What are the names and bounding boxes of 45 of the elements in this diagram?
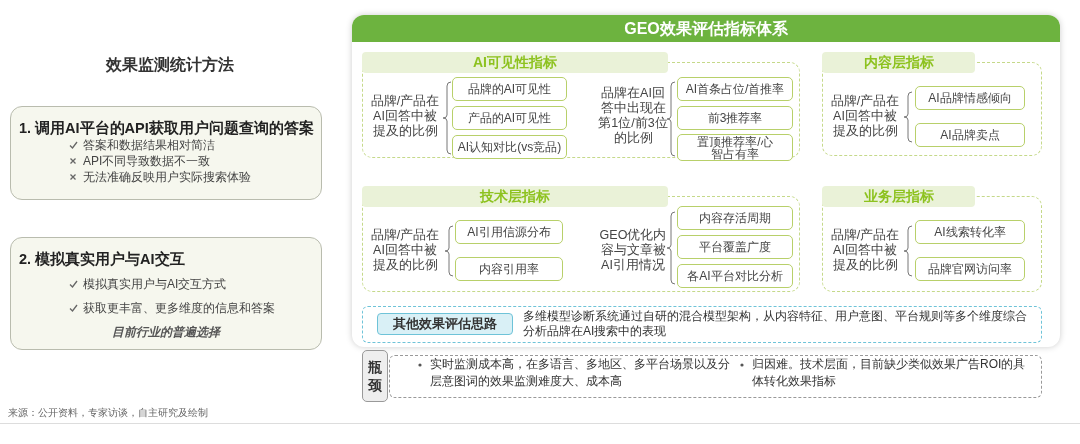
method-card (10, 106, 322, 200)
note-text: 目前行业的普遍选择 (110, 324, 222, 341)
description-text: 多维模型诊断系统通过自研的混合模型架构，从内容特征、用户意图、平台规则等多个维度综合分析品牌在AI搜索中的表现 (523, 309, 1028, 339)
metric-box: 内容引用率 (455, 257, 563, 281)
list-item: 无法准确反映用户实际搜索体验 (83, 169, 251, 186)
description-text: 品牌/产品在AI回答中被提及的比例 (370, 227, 440, 273)
metric-box: 置顶推荐率/心智占有率 (677, 134, 793, 161)
list-item: API不同导致数据不一致 (83, 153, 211, 170)
metric-box: AI引用信源分布 (455, 220, 563, 244)
group-heading: AI可见性指标 (362, 52, 668, 73)
title-bar: GEO效果评估指标体系 (352, 15, 1060, 42)
metric-box: AI品牌情感倾向 (915, 86, 1025, 110)
metric-box: 各AI平台对比分析 (677, 264, 793, 288)
dashed-box (362, 306, 1042, 343)
description-text: 品牌/产品在AI回答中被提及的比例 (830, 227, 900, 273)
group-heading: 业务层指标 (822, 186, 975, 207)
bullet-text: 实时监测成本高，在多语言、多地区、多平台场景以及分层意图词的效果监测难度大、成本高 (430, 356, 730, 390)
bottleneck-tag: 瓶颈 (362, 350, 388, 402)
metric-box: 前3推荐率 (677, 106, 793, 130)
metric-box: 平台覆盖广度 (677, 235, 793, 259)
list-item: 答案和数据结果相对简洁 (83, 137, 215, 154)
description-text: GEO优化内容与文章被AI引用情况 (598, 227, 668, 273)
group-heading: 技术层指标 (362, 186, 668, 207)
card-heading: 1. 调用AI平台的API获取用户问题查询的答案 (19, 119, 314, 138)
metric-box: 产品的AI可见性 (452, 106, 567, 130)
metric-box: 品牌官网访问率 (915, 257, 1025, 281)
method-card (10, 237, 322, 350)
metric-box: 内容存活周期 (677, 206, 793, 230)
list-item: 获取更丰富、更多维度的信息和答案 (83, 300, 275, 317)
description-text: 品牌/产品在AI回答中被提及的比例 (370, 93, 440, 139)
metric-box: AI品牌卖点 (915, 123, 1025, 147)
metric-box: 品牌的AI可见性 (452, 77, 567, 101)
list-item: 模拟真实用户与AI交互方式 (83, 276, 227, 293)
card-heading: 2. 模拟真实用户与AI交互 (19, 250, 185, 269)
description-text: 品牌/产品在AI回答中被提及的比例 (830, 93, 900, 139)
bullet-text: 归因难。技术层面，目前缺少类似效果广告ROI的具体转化效果指标 (752, 356, 1027, 390)
metric-box: AI认知对比(vs竞品) (452, 135, 567, 159)
metric-box: AI首条占位/首推率 (677, 77, 793, 101)
panel-background (352, 15, 1060, 347)
group-heading: 内容层指标 (822, 52, 975, 73)
idea-tag: 其他效果评估思路 (377, 313, 513, 335)
description-text: 品牌在AI回答中出现在第1位/前3位的比例 (598, 86, 668, 146)
section-heading: 效果监测统计方法 (105, 55, 235, 75)
metric-box: AI线索转化率 (915, 220, 1025, 244)
source-note: 来源：公开资料，专家访谈，自主研究及绘制 (8, 406, 208, 420)
